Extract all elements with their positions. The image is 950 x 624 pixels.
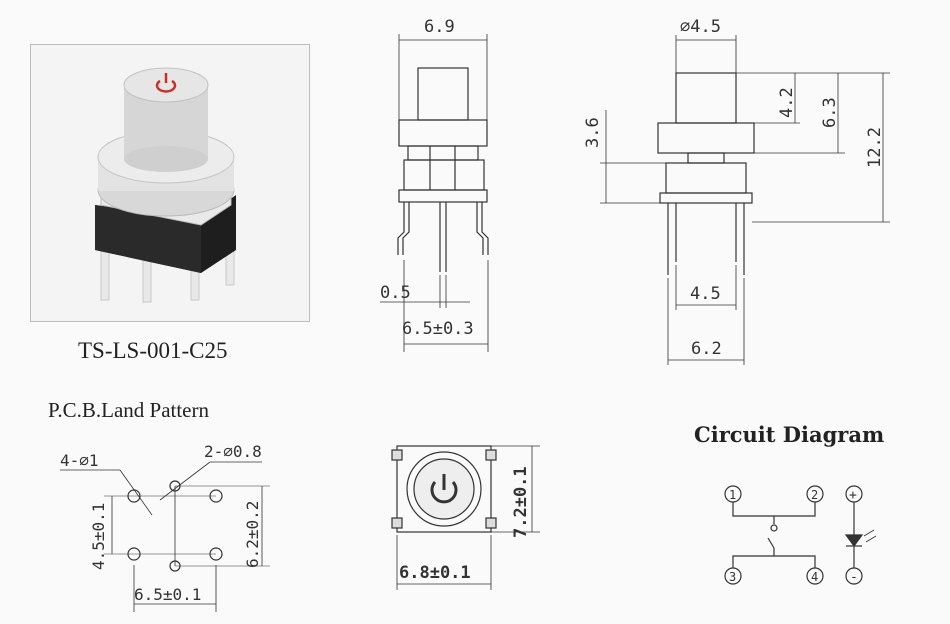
led-minus-label: - <box>850 570 858 585</box>
side-pitch-label: 4.5 <box>690 284 721 304</box>
product-photo <box>30 44 310 322</box>
power-icon <box>155 73 177 93</box>
front-width-label: 6.9 <box>424 17 455 37</box>
part-number: TS-LS-001-C25 <box>78 338 228 363</box>
side-dia-label: ⌀4.5 <box>680 17 721 37</box>
pcb-small-holes-label: 2-⌀0.8 <box>204 442 262 461</box>
pin1-label: 1 <box>729 488 736 502</box>
side-view <box>600 35 890 365</box>
pcb-pattern <box>60 461 270 612</box>
front-pin-label: 0.5 <box>380 283 411 303</box>
side-width-label: 6.2 <box>691 339 722 359</box>
switch-illustration <box>95 67 236 303</box>
led-plus-label: + <box>849 488 857 503</box>
top-height-label: 7.2±0.1 <box>511 466 531 538</box>
side-h3-label: 12.2 <box>865 127 885 168</box>
front-view <box>380 34 489 352</box>
pin3-label: 3 <box>729 570 736 584</box>
pcb-v-outer-label: 6.2±0.2 <box>243 501 262 568</box>
top-view <box>391 445 540 590</box>
side-h2-label: 6.3 <box>820 97 840 128</box>
pcb-title: P.C.B.Land Pattern <box>48 398 209 422</box>
side-h1-label: 4.2 <box>777 87 797 118</box>
top-width-label: 6.8±0.1 <box>399 563 471 583</box>
power-symbol-icon <box>430 474 458 504</box>
pin2-label: 2 <box>811 488 818 502</box>
pcb-big-holes-label: 4-⌀1 <box>60 451 99 470</box>
circuit-diagram <box>724 485 877 585</box>
pcb-v-pitch-label: 4.5±0.1 <box>89 503 108 570</box>
pin4-label: 4 <box>811 570 818 584</box>
pcb-h-pitch-label: 6.5±0.1 <box>134 585 201 604</box>
side-h4-label: 3.6 <box>583 117 603 148</box>
circuit-title: Circuit Diagram <box>694 422 885 447</box>
front-pitch-label: 6.5±0.3 <box>402 319 474 339</box>
